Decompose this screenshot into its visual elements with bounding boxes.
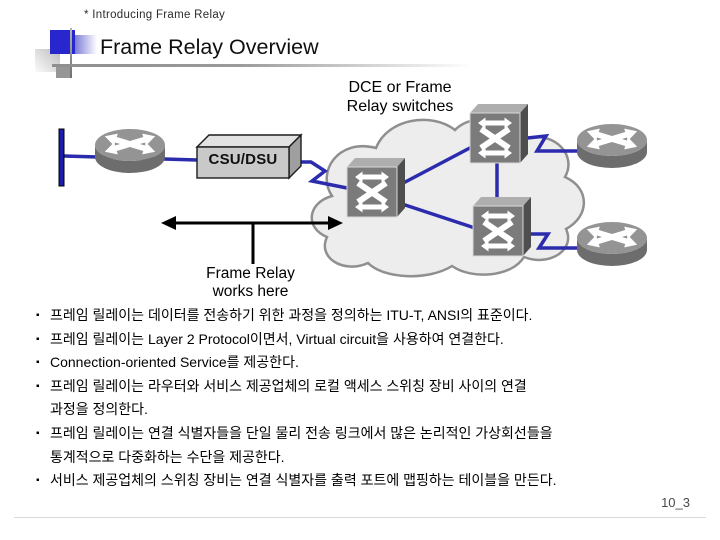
frame-relay-works-here-label: Frame Relay works here — [173, 265, 328, 300]
ethernet-segment-icon — [58, 128, 65, 187]
page-number: 10_3 — [661, 495, 690, 510]
logo-lightblue-square — [75, 35, 97, 54]
course-eyebrow: * Introducing Frame Relay — [84, 9, 226, 21]
bullet-marker: ▪ — [36, 310, 40, 321]
bullet-item: ▪ 프레임 릴레이는 Layer 2 Protocol이면서, Virtual … — [36, 328, 706, 352]
logo-dark-square — [56, 67, 70, 78]
bullet-item: ▪ 프레임 릴레이는 데이터를 전송하기 위한 과정을 정의하는 ITU-T, … — [36, 304, 706, 328]
dce-label-line1: DCE or Frame — [348, 79, 452, 96]
footer-divider — [14, 517, 706, 518]
bullet-marker: ▪ — [36, 357, 40, 369]
logo-vertical-line — [70, 28, 72, 78]
page-title: Frame Relay Overview — [100, 35, 319, 59]
router-icon — [95, 129, 165, 173]
bullet-item: ▪ 서비스 제공업체의 스위칭 장비는 연결 식별자를 출력 포트에 맵핑하는 … — [36, 469, 706, 493]
router-icon — [577, 124, 647, 168]
double-headed-arrow — [161, 216, 343, 264]
link-switchB-router2 — [517, 133, 580, 153]
bullet-item: ▪ 프레임 릴레이는 라우터와 서비스 제공업체의 로컬 액세스 스위칭 장비 … — [36, 375, 706, 422]
works-here-line1: Frame Relay — [206, 265, 295, 282]
csu-dsu-label: CSU/DSU — [208, 151, 278, 168]
csu-dsu-box — [195, 133, 303, 180]
bullet-marker: ▪ — [36, 475, 40, 487]
bullet-marker: ▪ — [36, 380, 40, 392]
router-icon — [577, 222, 647, 266]
link-switchC-router3 — [522, 232, 580, 250]
bullet-marker: ▪ — [36, 427, 40, 439]
works-here-line2: works here — [212, 282, 289, 300]
dce-switches-label: DCE or Frame Relay switches — [318, 79, 482, 116]
bullet-list: ▪ 프레임 릴레이는 데이터를 전송하기 위한 과정을 정의하는 ITU-T, … — [36, 304, 706, 493]
bullet-marker: ▪ — [36, 333, 40, 345]
frame-relay-switch-icon — [473, 197, 531, 256]
title-underline — [52, 64, 472, 67]
link-switchA-switchB — [389, 138, 486, 192]
frame-relay-switch-icon — [347, 158, 405, 217]
dce-label-line2: Relay switches — [346, 97, 454, 115]
bullet-item: ▪ Connection-oriented Service를 제공한다. — [36, 351, 706, 375]
bullet-item: ▪ 프레임 릴레이는 연결 식별자들을 단일 물리 전송 링크에서 많은 논리적… — [36, 422, 706, 469]
